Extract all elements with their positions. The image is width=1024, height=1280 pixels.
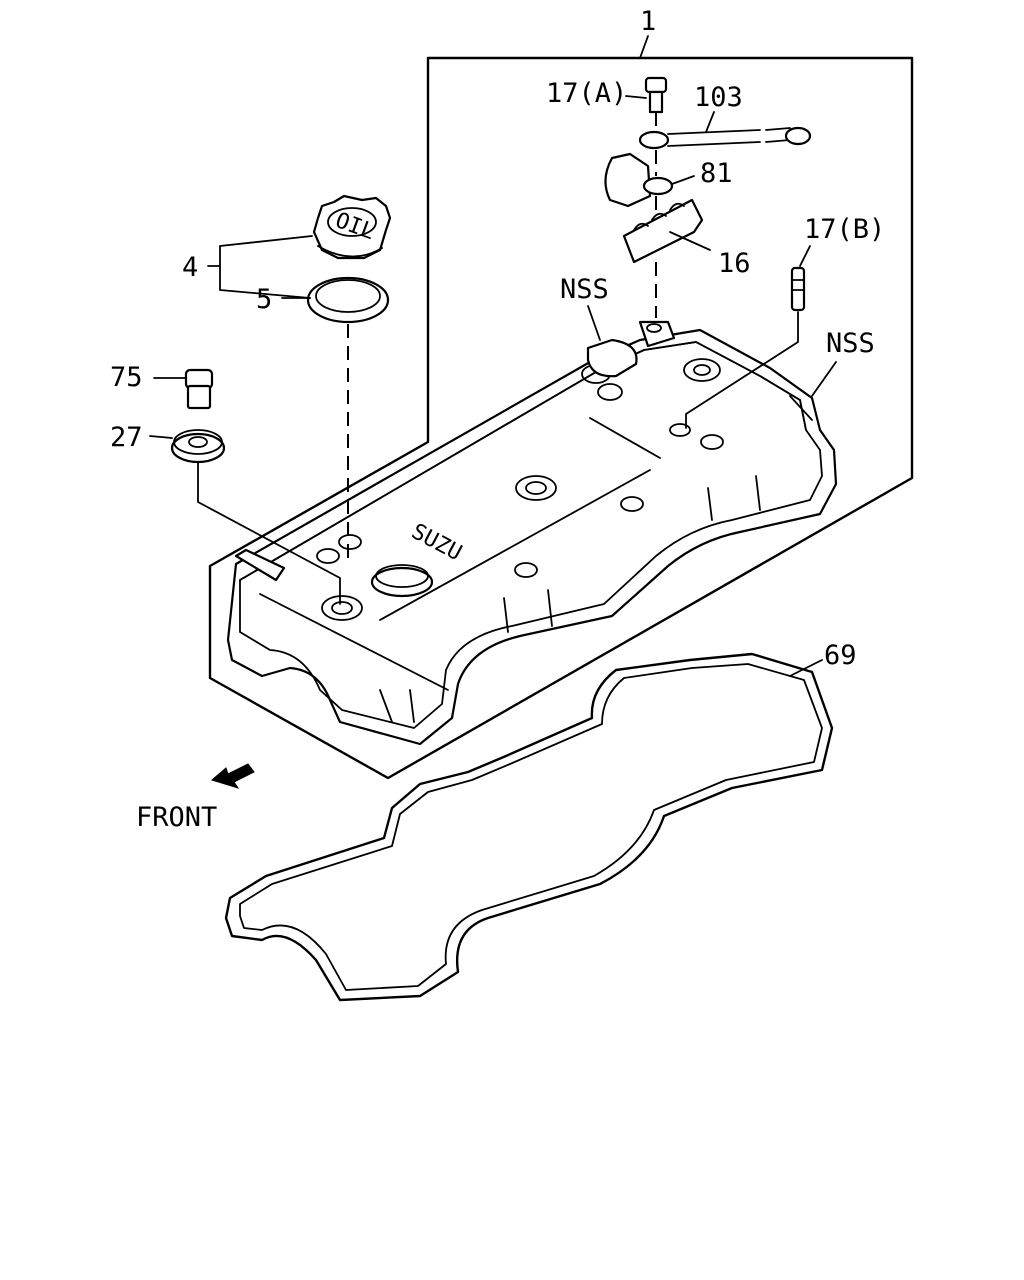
label-bracket-103: 103 xyxy=(694,82,743,113)
label-gasket-69: 69 xyxy=(824,640,857,671)
front-arrow-icon xyxy=(210,763,255,789)
stud-17b xyxy=(790,266,806,312)
nss-left-leader xyxy=(587,305,601,341)
leader-4 xyxy=(207,235,313,299)
cap-gasket-5 xyxy=(306,276,390,324)
valve-cover xyxy=(226,320,838,746)
ground-strap-103 xyxy=(638,126,812,150)
washer-27 xyxy=(170,429,226,464)
leader-69 xyxy=(789,659,823,677)
assembly-frame xyxy=(208,56,914,780)
label-clamp-16: 16 xyxy=(718,248,751,279)
stud-leader xyxy=(685,311,799,429)
label-bolt-75: 75 xyxy=(110,362,143,393)
washer-centerline xyxy=(197,461,341,605)
label-nss-left: NSS xyxy=(560,274,609,305)
label-washer-27: 27 xyxy=(110,422,143,453)
gasket-69 xyxy=(224,652,834,1002)
leader-1 xyxy=(639,35,649,59)
harness-clamp-16 xyxy=(622,198,704,264)
label-clip-81: 81 xyxy=(700,158,733,189)
label-assembly-1: 1 xyxy=(640,6,656,37)
bolt-75 xyxy=(184,368,214,410)
clip-81 xyxy=(604,152,674,208)
label-bolt-17a: 17(A) xyxy=(546,78,627,109)
label-gasket-5: 5 xyxy=(256,284,272,315)
label-cap-4: 4 xyxy=(182,252,198,283)
nss-right-leader xyxy=(811,361,837,397)
label-front: FRONT xyxy=(136,802,217,833)
bolt-17a xyxy=(644,76,668,114)
label-stud-17b: 17(B) xyxy=(804,214,885,245)
oil-filler-cap-4 xyxy=(312,194,392,260)
label-nss-right: NSS xyxy=(826,328,875,359)
